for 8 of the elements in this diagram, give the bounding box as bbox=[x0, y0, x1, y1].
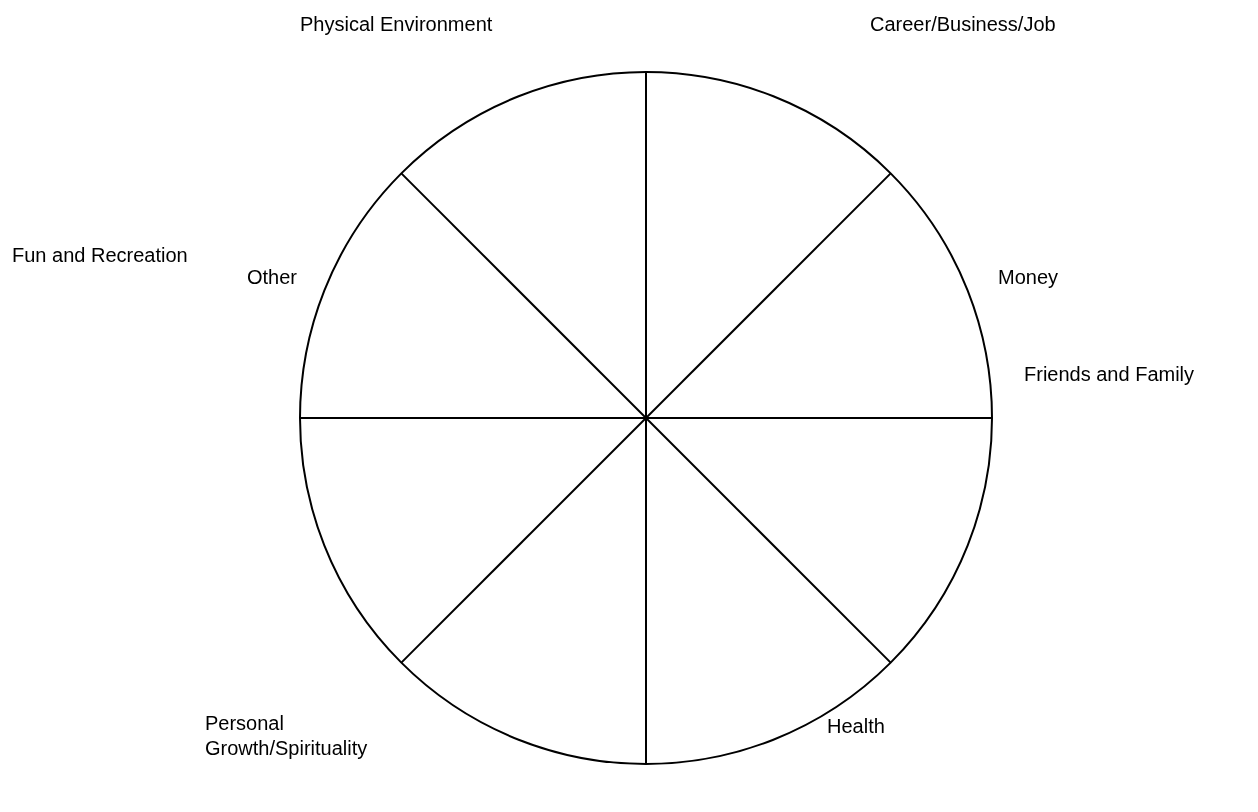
segment-label: Friends and Family bbox=[1024, 362, 1195, 387]
segment-label: Personal Growth/Spirituality bbox=[205, 711, 369, 761]
segment-label: Career/Business/Job bbox=[870, 12, 1056, 37]
segment-label: Money bbox=[998, 265, 1059, 290]
segment-label: Other bbox=[247, 265, 298, 290]
segment-label: Fun and Recreation bbox=[12, 243, 188, 268]
segment-label: Physical Environment bbox=[300, 12, 493, 37]
segment-label: Health bbox=[827, 714, 885, 739]
